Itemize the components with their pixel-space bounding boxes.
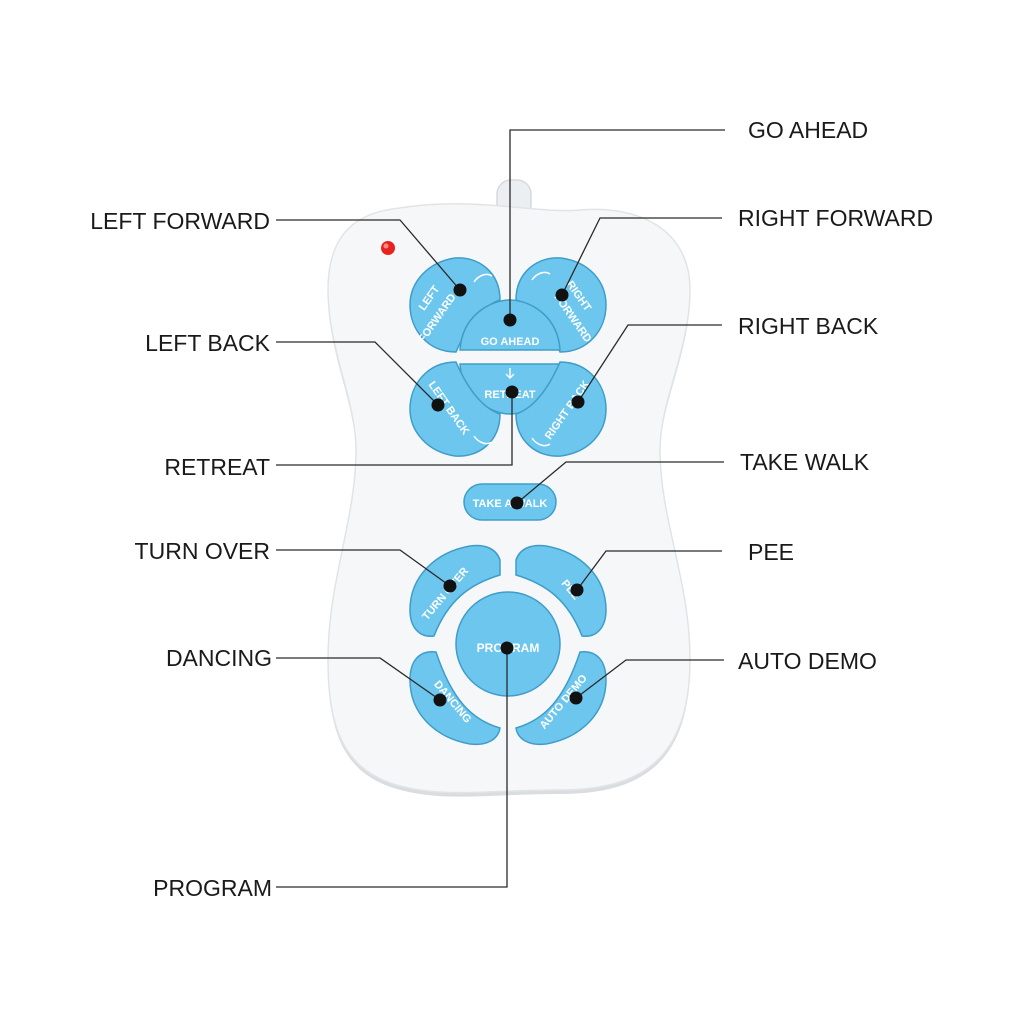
callout-retreat: RETREAT [164, 454, 270, 480]
leader-dancing [276, 657, 441, 701]
callout-right-back: RIGHT BACK [738, 313, 879, 339]
callout-program: PROGRAM [153, 875, 272, 901]
callout-left-back: LEFT BACK [145, 330, 270, 356]
pointer-dot [505, 385, 519, 399]
curved-arrow-icon [473, 435, 493, 445]
left-forward-button[interactable]: LEFT FORWARD [409, 257, 501, 353]
curved-arrow-icon [473, 273, 493, 283]
pointer-dot [570, 583, 584, 597]
pointer-dot [503, 313, 517, 327]
leader-left-forward [276, 219, 461, 291]
leader-right-back [577, 324, 722, 403]
leader-right-forward [561, 217, 722, 296]
callout-left-forward: LEFT FORWARD [90, 208, 270, 234]
right-back-button[interactable]: RIGHT BACK [515, 361, 607, 457]
go-ahead-label: GO AHEAD [481, 336, 540, 348]
pointer-dot [569, 691, 583, 705]
callout-auto-demo: AUTO DEMO [738, 648, 877, 674]
pointer-dot [500, 641, 514, 655]
pee-button[interactable]: PEE [515, 544, 607, 637]
pointer-dot [431, 398, 445, 412]
leader-take-walk [516, 461, 724, 504]
leader-go-ahead [509, 129, 725, 320]
curved-arrow-icon [531, 271, 551, 281]
pointer-dot [443, 579, 457, 593]
leader-left-back [276, 341, 439, 406]
leader-auto-demo [575, 659, 724, 699]
callout-right-forward: RIGHT FORWARD [738, 205, 933, 231]
callout-dancing: DANCING [166, 645, 272, 671]
callout-go-ahead: GO AHEAD [748, 117, 868, 143]
pointer-dot [571, 395, 585, 409]
pointer-dot [453, 283, 467, 297]
pointer-dot [555, 288, 569, 302]
callout-take-walk: TAKE WALK [740, 449, 870, 475]
callout-turn-over: TURN OVER [135, 538, 270, 564]
leader-pee [576, 550, 722, 591]
take-walk-button[interactable]: TAKE A WALK [463, 483, 557, 521]
pointer-dot [510, 496, 524, 510]
curved-arrow-icon [531, 437, 551, 447]
power-led-glint [383, 243, 389, 249]
down-arrow-icon [505, 368, 515, 379]
leader-retreat [276, 392, 513, 466]
callout-pee: PEE [748, 539, 794, 565]
take-walk-label: TAKE A WALK [473, 498, 548, 510]
pointer-dot [433, 693, 447, 707]
leader-program [276, 648, 508, 888]
power-led [381, 241, 395, 255]
leader-turn-over [276, 549, 451, 587]
